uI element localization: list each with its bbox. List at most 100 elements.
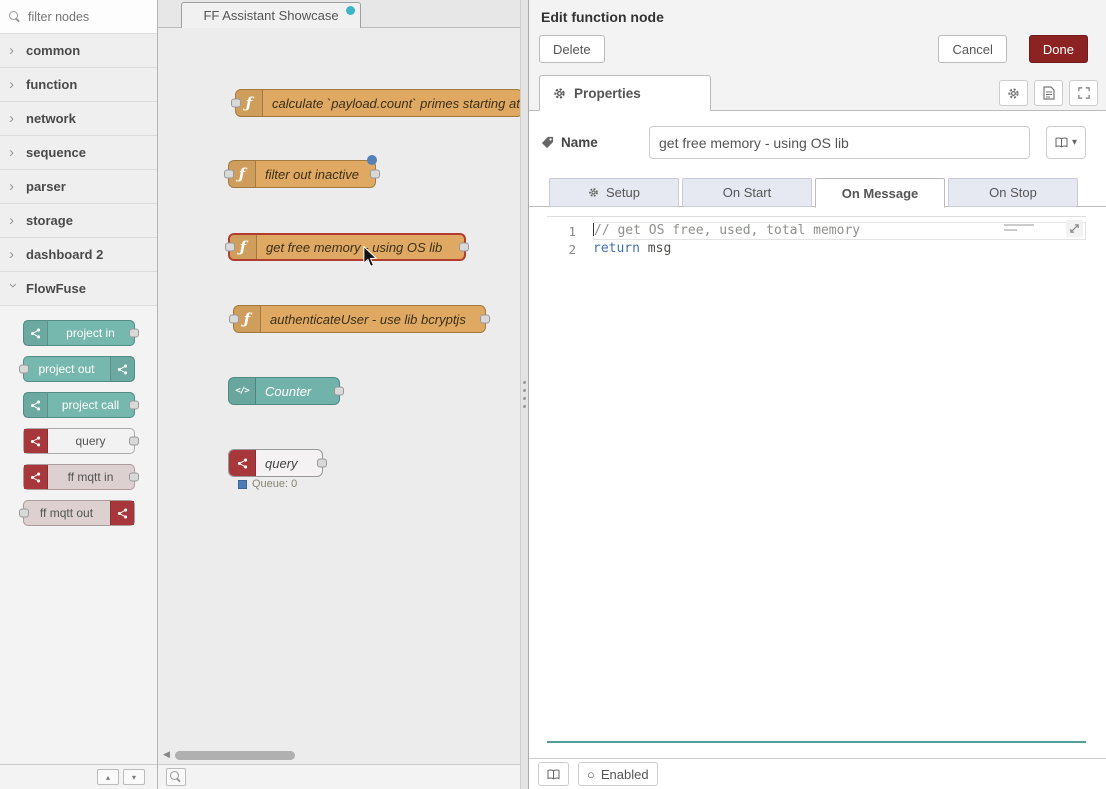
line-number: 2 (547, 241, 593, 258)
name-field-label: Name (541, 135, 641, 150)
scroll-left-arrow[interactable]: ◀ (163, 749, 170, 760)
input-port[interactable] (224, 170, 234, 179)
node-help-doc-button[interactable] (1034, 80, 1063, 106)
output-port[interactable] (480, 315, 490, 324)
tab-setup[interactable]: Setup (549, 178, 679, 207)
keyword-token: return (593, 241, 640, 256)
project-icon (24, 393, 48, 417)
panel-button-row: Delete Cancel Done (529, 31, 1106, 75)
tab-label: On Start (723, 185, 771, 200)
status-text: Queue: 0 (252, 478, 297, 490)
category-label: storage (26, 213, 73, 228)
palette-category-network[interactable]: › network (0, 102, 157, 136)
node-authenticate-user[interactable]: ƒ authenticateUser - use lib bcryptjs (233, 305, 486, 333)
template-glyph: </> (235, 386, 248, 396)
enabled-state-icon: ○ (587, 767, 595, 782)
palette-node-label: ff mqtt in (48, 470, 134, 484)
palette-category-storage[interactable]: › storage (0, 204, 157, 238)
input-port[interactable] (231, 99, 241, 108)
palette-node-project-call[interactable]: project call (23, 392, 135, 418)
node-label: get free memory - using OS lib (257, 240, 464, 255)
output-port[interactable] (129, 401, 139, 410)
tab-on-stop[interactable]: On Stop (948, 178, 1078, 207)
document-icon (1043, 86, 1055, 100)
workspace-footer (158, 764, 520, 789)
palette-category-sequence[interactable]: › sequence (0, 136, 157, 170)
palette-node-project-in[interactable]: project in (23, 320, 135, 346)
input-port[interactable] (225, 243, 235, 252)
output-port[interactable] (459, 243, 469, 252)
library-dropdown-button[interactable]: ▾ (1046, 126, 1086, 159)
palette-category-dashboard-2[interactable]: › dashboard 2 (0, 238, 157, 272)
input-port[interactable] (19, 365, 29, 374)
palette-category-parser[interactable]: › parser (0, 170, 157, 204)
node-counter[interactable]: </> Counter (228, 377, 340, 405)
expand-all-button[interactable]: ▾ (123, 769, 145, 785)
input-port[interactable] (229, 315, 239, 324)
node-get-free-memory-selected[interactable]: ƒ get free memory - using OS lib (228, 233, 466, 261)
expand-panel-button[interactable] (1069, 80, 1098, 106)
output-port[interactable] (334, 387, 344, 396)
node-settings-button[interactable] (999, 80, 1028, 106)
search-flows-button[interactable] (166, 768, 186, 786)
collapse-all-button[interactable]: ▴ (97, 769, 119, 785)
grip-dot (523, 381, 526, 384)
search-input[interactable] (28, 10, 148, 24)
done-button[interactable]: Done (1029, 35, 1088, 63)
output-port[interactable] (317, 459, 327, 468)
function-glyph: ƒ (244, 310, 250, 328)
palette-node-project-out[interactable]: project out (23, 356, 135, 382)
palette-node-ff-mqtt-in[interactable]: ff mqtt in (23, 464, 135, 490)
node-status: Queue: 0 (238, 478, 297, 490)
code-text[interactable]: return msg (593, 240, 1086, 258)
book-icon (547, 769, 560, 780)
workspace-tab-ff-assistant-showcase[interactable]: FF Assistant Showcase (181, 2, 361, 28)
palette-search[interactable] (0, 0, 157, 34)
expand-diagonal-icon (1069, 223, 1080, 234)
code-line[interactable]: 2 return msg (547, 240, 1086, 258)
category-label: dashboard 2 (26, 247, 103, 262)
enabled-toggle-button[interactable]: ○ Enabled (578, 762, 658, 786)
output-port[interactable] (129, 437, 139, 446)
tab-on-message[interactable]: On Message (815, 178, 945, 208)
palette-category-common[interactable]: › common (0, 34, 157, 68)
input-port[interactable] (19, 509, 29, 518)
name-input[interactable] (649, 126, 1030, 159)
node-calculate-primes[interactable]: ƒ calculate `payload.count` primes start… (235, 89, 520, 117)
output-port[interactable] (129, 329, 139, 338)
cancel-button[interactable]: Cancel (938, 35, 1006, 63)
node-query[interactable]: query (228, 449, 323, 477)
function-glyph: ƒ (239, 165, 245, 183)
search-icon (9, 11, 21, 23)
palette-node-ff-mqtt-out[interactable]: ff mqtt out (23, 500, 135, 526)
code-editor[interactable]: 1 // get OS free, used, total memory 2 r… (547, 216, 1086, 743)
node-filter-out-inactive[interactable]: ƒ filter out inactive (228, 160, 376, 188)
tab-label: On Stop (989, 185, 1037, 200)
delete-button[interactable]: Delete (539, 35, 605, 63)
project-icon (24, 321, 48, 345)
output-port[interactable] (370, 170, 380, 179)
caret-down-icon: ▾ (1072, 137, 1077, 148)
expand-editor-button[interactable] (1066, 220, 1083, 237)
chevron-right-icon: › (9, 42, 18, 59)
palette-category-flowfuse[interactable]: › FlowFuse (0, 272, 157, 306)
project-icon (110, 357, 134, 381)
tab-properties[interactable]: Properties (539, 75, 711, 111)
book-icon (1055, 137, 1068, 148)
panel-resize-handle[interactable] (520, 0, 528, 789)
output-port[interactable] (129, 473, 139, 482)
enabled-label: Enabled (601, 767, 649, 782)
tab-on-start[interactable]: On Start (682, 178, 812, 207)
category-label: function (26, 77, 77, 92)
category-label: common (26, 43, 80, 58)
chevron-right-icon: › (9, 178, 18, 195)
palette-node-query[interactable]: query (23, 428, 135, 454)
expand-icon (1078, 87, 1090, 99)
horizontal-scrollbar[interactable] (175, 751, 295, 760)
palette-category-function[interactable]: › function (0, 68, 157, 102)
library-button[interactable] (538, 762, 569, 786)
node-label: authenticateUser - use lib bcryptjs (261, 312, 485, 327)
flow-workspace[interactable]: FF Assistant Showcase ƒ calculate `paylo… (158, 0, 520, 789)
category-label: network (26, 111, 76, 126)
mqtt-icon (110, 501, 134, 525)
